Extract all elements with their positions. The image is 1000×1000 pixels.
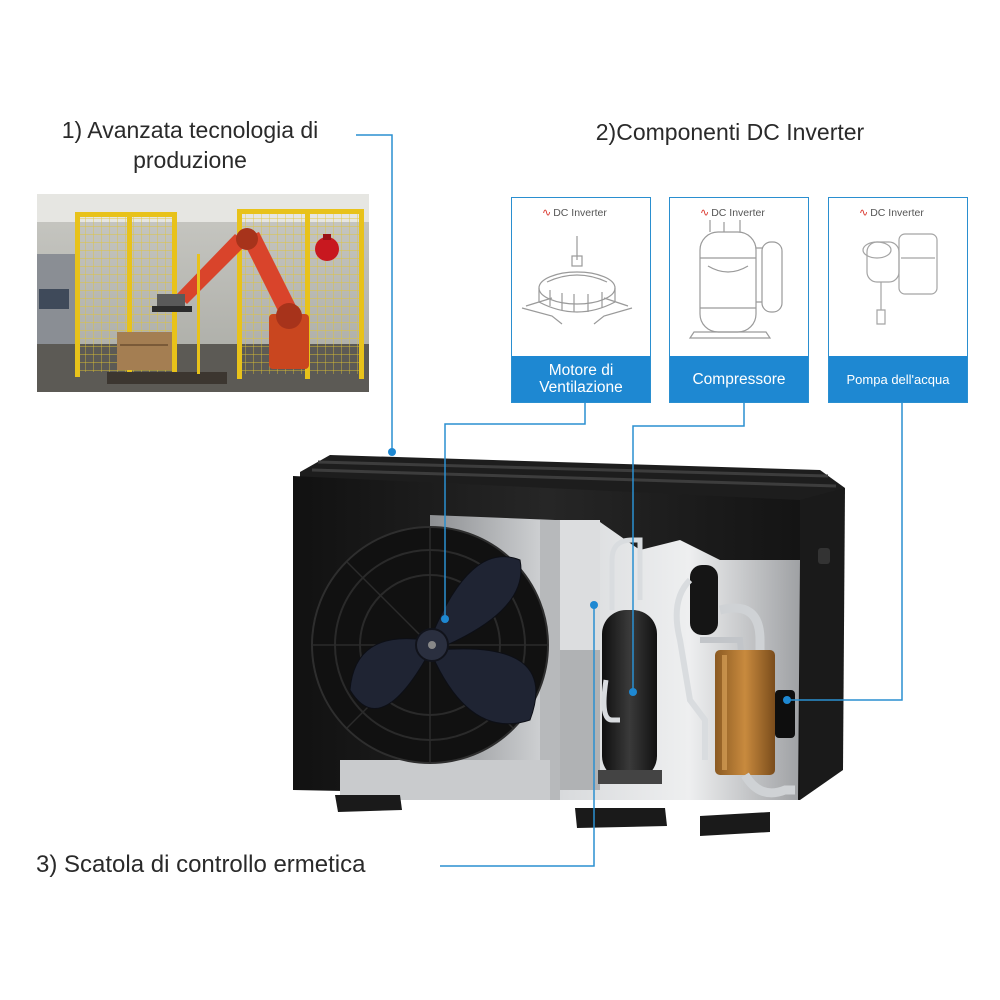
unit-top-cover <box>300 455 845 512</box>
fan-motor-icon <box>521 236 633 325</box>
component-label-fan-motor: Motore di Ventilazione <box>512 356 650 402</box>
callout-line-fan-motor <box>444 402 586 617</box>
heat-exchanger <box>715 650 775 775</box>
unit-body <box>293 476 800 800</box>
fan-blades <box>349 556 537 725</box>
water-pump-part <box>775 690 795 738</box>
robot-factory-photo <box>37 194 369 392</box>
callout-line-compressor <box>632 402 745 690</box>
callout-line-control-box <box>440 605 595 867</box>
component-card-compressor: ∿DC Inverter Compressore <box>669 197 809 403</box>
component-card-fan-motor: ∿DC Inverter Motore di Ventilazione <box>511 197 651 403</box>
heading-dc-inverter-components: 2)Componenti DC Inverter <box>595 119 865 145</box>
unit-feet <box>335 795 770 836</box>
compressor-icon <box>688 220 783 339</box>
unit-side-panel <box>800 488 845 800</box>
dc-inverter-logo-icon: ∿DC Inverter <box>542 207 607 219</box>
dc-inverter-logo-icon: ∿DC Inverter <box>859 207 924 219</box>
compressor-part <box>602 610 657 780</box>
heading-production-technology: 1) Avanzata tecnologia di produzione <box>61 117 319 173</box>
unit-interior-cutaway <box>430 515 800 800</box>
dc-inverter-logo-icon: ∿DC Inverter <box>700 207 765 219</box>
component-label-water-pump: Pompa dell'acqua <box>829 356 967 402</box>
component-label-compressor: Compressore <box>670 356 808 402</box>
heading-hermetic-control-box: 3) Scatola di controllo ermetica <box>36 851 366 878</box>
water-pump-icon <box>862 233 938 325</box>
fan-grille <box>312 527 548 763</box>
component-card-water-pump: ∿DC Inverter Pompa dell'acqua <box>828 197 968 403</box>
callout-line-water-pump <box>785 402 903 701</box>
